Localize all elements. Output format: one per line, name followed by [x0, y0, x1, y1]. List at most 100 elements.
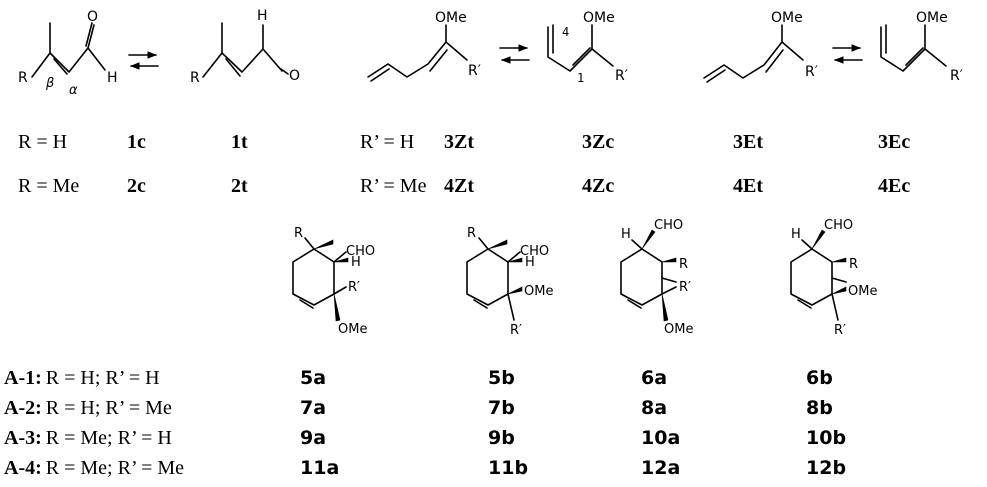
diene-z-s-trans-structure: OMe R′: [367, 10, 481, 82]
adduct-row-a4: A-4:R = Me; R’ = Me 11a 11b 12a 12b: [4, 457, 846, 479]
compound-id: 5b: [488, 367, 515, 389]
substituent-cho: CHO: [824, 218, 853, 233]
substituent-h: H: [791, 227, 801, 242]
row-code: A-2:: [4, 397, 42, 419]
diene-z-s-cis-structure: 4 1 OMe R′: [547, 10, 628, 85]
equilibrium-arrows-2: [499, 44, 530, 64]
enal-s-cis-structure: R H O β α: [18, 9, 118, 98]
row-code: A-3:: [4, 427, 42, 449]
substituent-ome: OMe: [664, 322, 693, 337]
adduct-6b-structure: H CHO R OMe R′: [790, 218, 877, 338]
substituent-r: R: [294, 226, 303, 241]
atom-ome: OMe: [771, 10, 803, 26]
compound-id: 2c: [127, 175, 146, 197]
substituent-ome: OMe: [524, 284, 553, 299]
compound-id: 3Zc: [582, 131, 614, 153]
compound-id: 3Ec: [878, 131, 910, 153]
compound-id: 3Zt: [444, 131, 474, 153]
compound-id: 1t: [231, 131, 248, 153]
equilibrium-arrows-3: [832, 44, 863, 64]
compound-id: 11a: [300, 457, 339, 479]
svg-text:A-3:R = Me; R’ = H: A-3:R = Me; R’ = H: [4, 427, 172, 449]
substituent-cho: CHO: [654, 218, 683, 233]
row-label: R = H; R’ = Me: [46, 397, 172, 419]
atom-o: O: [289, 68, 300, 84]
substituent-r-prime: R′: [834, 323, 846, 338]
substituent-r: R: [467, 226, 476, 241]
compound-id: 4Ec: [878, 175, 910, 197]
enal-s-trans-structure: R H O: [190, 8, 300, 86]
row-label: R = H: [18, 131, 67, 153]
compound-id: 12b: [806, 457, 846, 479]
atom-r-prime: R′: [805, 64, 818, 80]
atom-r-prime: R′: [615, 68, 628, 84]
row-label: R’ = H: [360, 131, 414, 153]
equilibrium-arrows-1: [128, 51, 159, 70]
substituent-ome: OMe: [338, 322, 367, 337]
compound-id: 5a: [300, 367, 326, 389]
beta-locant: β: [45, 76, 54, 91]
enal-row-1: R = H 1c 1t: [18, 131, 248, 153]
compound-id: 6b: [806, 367, 833, 389]
atom-ome: OMe: [916, 10, 948, 26]
substituent-r-prime: R′: [510, 323, 522, 338]
compound-id: 3Et: [733, 131, 763, 153]
adduct-5b-structure: R CHO H OMe R′: [466, 226, 553, 338]
row-label: R = H; R’ = H: [46, 367, 160, 389]
atom-h: H: [107, 70, 118, 86]
substituent-h: H: [525, 255, 535, 270]
atom-ome: OMe: [583, 10, 615, 26]
compound-id: 4Zc: [582, 175, 614, 197]
row-code: A-1:: [4, 367, 42, 389]
atom-r: R: [190, 70, 200, 86]
compound-id: 12a: [641, 457, 680, 479]
substituent-h: H: [621, 227, 631, 242]
compound-id: 1c: [127, 131, 146, 153]
compound-id: 6a: [641, 367, 667, 389]
svg-text:A-1:R = H; R’ = H: A-1:R = H; R’ = H: [4, 367, 160, 389]
diene-row-1: R’ = H 3Zt 3Zc 3Et 3Ec: [360, 131, 910, 153]
row-label: R = Me; R’ = Me: [46, 457, 184, 479]
compound-id: 7a: [300, 397, 326, 419]
locant-c1: 1: [577, 71, 584, 85]
compound-id: 10a: [641, 427, 680, 449]
svg-text:A-4:R = Me; R’ = Me: A-4:R = Me; R’ = Me: [4, 457, 184, 479]
substituent-r-prime: R′: [348, 280, 360, 295]
compound-id: 7b: [488, 397, 515, 419]
compound-id: 4Et: [733, 175, 763, 197]
enal-row-2: R = Me 2c 2t: [18, 175, 248, 197]
compound-id: 9a: [300, 427, 326, 449]
compound-id: 2t: [231, 175, 248, 197]
row-code: A-4:: [4, 457, 42, 479]
substituent-h: H: [351, 255, 361, 270]
atom-o: O: [87, 9, 98, 25]
substituent-cho: CHO: [520, 244, 549, 259]
diene-e-s-trans-structure: OMe R′: [703, 10, 818, 83]
row-label: R’ = Me: [360, 175, 427, 197]
locant-c4: 4: [562, 25, 569, 39]
substituent-ome: OMe: [848, 284, 877, 299]
alpha-locant: α: [69, 83, 78, 98]
adduct-6a-structure: H CHO R R′ OMe: [620, 218, 693, 337]
compound-id: 10b: [806, 427, 846, 449]
substituent-r: R: [849, 257, 858, 272]
substituent-r: R: [679, 257, 688, 272]
diene-e-s-cis-structure: OMe R′: [880, 10, 963, 84]
adduct-row-a2: A-2:R = H; R’ = Me 7a 7b 8a 8b: [4, 397, 833, 419]
diene-row-2: R’ = Me 4Zt 4Zc 4Et 4Ec: [360, 175, 910, 197]
compound-id: 8b: [806, 397, 833, 419]
compound-id: 4Zt: [444, 175, 474, 197]
compound-id: 11b: [488, 457, 528, 479]
substituent-r-prime: R′: [679, 280, 691, 295]
svg-text:A-2:R = H; R’ = Me: A-2:R = H; R’ = Me: [4, 397, 172, 419]
atom-r-prime: R′: [468, 63, 481, 79]
adduct-5a-structure: R CHO H R′ OMe: [292, 226, 375, 337]
substituent-cho: CHO: [346, 244, 375, 259]
adduct-row-a3: A-3:R = Me; R’ = H 9a 9b 10a 10b: [4, 427, 846, 449]
atom-r: R: [18, 70, 28, 86]
compound-id: 9b: [488, 427, 515, 449]
adduct-row-a1: A-1:R = H; R’ = H 5a 5b 6a 6b: [4, 367, 833, 389]
atom-r-prime: R′: [950, 68, 963, 84]
atom-h: H: [257, 8, 268, 24]
